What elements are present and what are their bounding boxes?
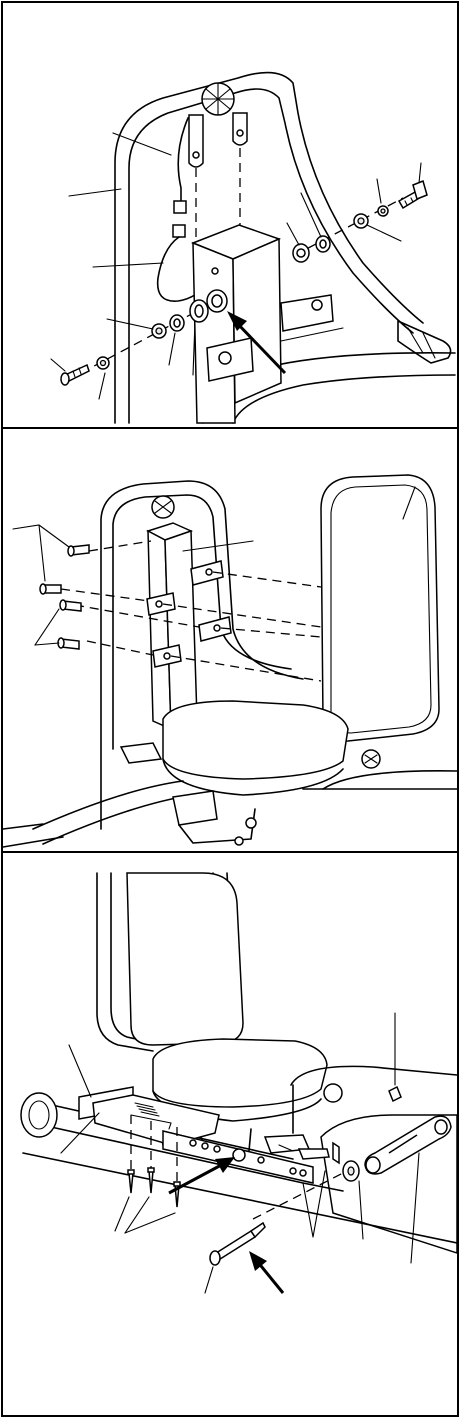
assembly-figure-step-1 xyxy=(1,1,459,429)
wheel-icon xyxy=(21,1093,57,1137)
pin-knob-icon xyxy=(233,1149,245,1161)
assembly-figure-step-2 xyxy=(1,427,459,853)
step-1-drawing xyxy=(3,3,457,427)
backrest-pad xyxy=(321,475,439,741)
step-2-drawing xyxy=(3,429,457,851)
seat-cushion xyxy=(163,701,348,779)
adjust-knob-icon xyxy=(324,1084,342,1102)
backrest-pad xyxy=(127,873,243,1045)
bolt-set xyxy=(40,545,89,649)
nut-icon xyxy=(389,1087,401,1101)
assembly-figure-step-3 xyxy=(1,851,459,1417)
wire-connector-icon xyxy=(174,201,186,213)
step-3-drawing xyxy=(3,853,457,1415)
seat-cushion xyxy=(153,1039,327,1107)
